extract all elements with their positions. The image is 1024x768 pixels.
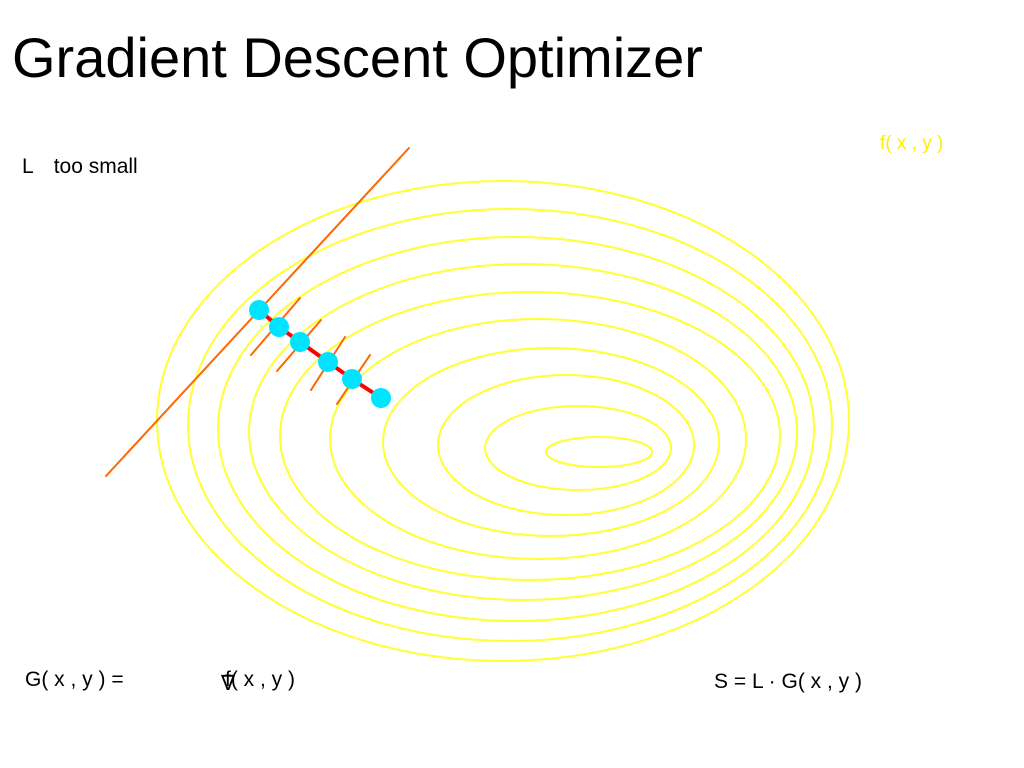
step-points bbox=[249, 300, 391, 408]
step-equation: S = L · G( x , y ) bbox=[714, 670, 862, 693]
step-point-icon bbox=[371, 388, 391, 408]
step-point-icon bbox=[290, 332, 310, 352]
contour-ellipse bbox=[187, 208, 833, 642]
contour-ellipse bbox=[217, 236, 815, 622]
gradient-function: f( x , y ) bbox=[225, 668, 295, 691]
contour-ellipse bbox=[437, 374, 695, 516]
surface-label: f( x , y ) bbox=[880, 133, 944, 154]
learning-rate-symbol: L bbox=[22, 155, 34, 178]
step-point-icon bbox=[269, 317, 289, 337]
contour-ellipse bbox=[279, 291, 781, 581]
gradient-definition: G( x , y ) = ∇ f( x , y ) bbox=[25, 668, 295, 694]
contour-lines bbox=[156, 180, 850, 662]
contour-ellipse bbox=[156, 180, 850, 662]
step-point-icon bbox=[342, 369, 362, 389]
contour-ellipse bbox=[248, 263, 798, 601]
step-point-icon bbox=[318, 352, 338, 372]
contour-ellipse bbox=[484, 405, 672, 491]
contour-ellipse bbox=[545, 436, 653, 468]
contour-ellipse bbox=[329, 318, 747, 560]
nabla-icon: ∇ bbox=[221, 672, 236, 695]
learning-rate-note: too small bbox=[53, 155, 138, 178]
contour-ellipse bbox=[382, 347, 720, 537]
page-title: Gradient Descent Optimizer bbox=[12, 26, 703, 89]
step-point-icon bbox=[249, 300, 269, 320]
gradient-lhs: G( x , y ) = bbox=[25, 668, 124, 691]
